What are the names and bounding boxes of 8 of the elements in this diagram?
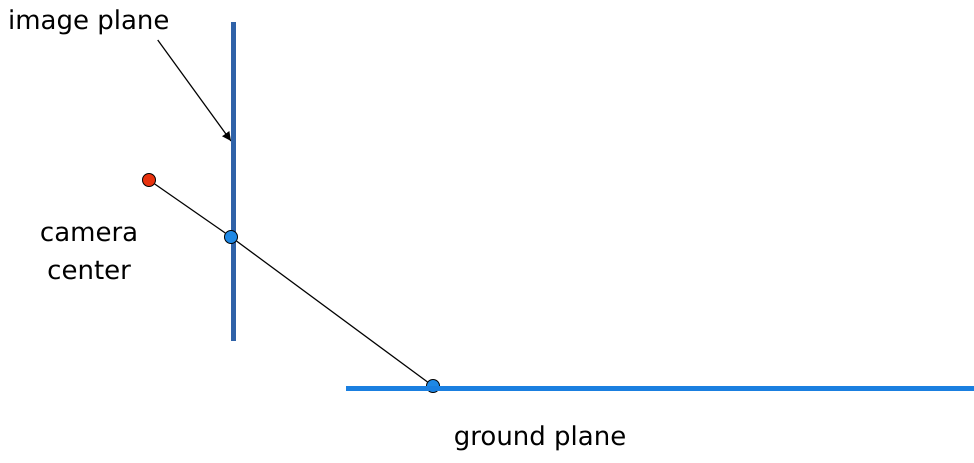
projection-ray	[154, 183, 226, 234]
camera-center-point	[142, 173, 156, 187]
projected-point	[224, 230, 238, 244]
plane-label: ground plane	[452, 421, 628, 454]
leader-line	[157, 40, 232, 142]
projection-ray	[236, 240, 428, 382]
point-label: camera center	[38, 217, 140, 288]
plane-label: image plane	[8, 2, 170, 40]
